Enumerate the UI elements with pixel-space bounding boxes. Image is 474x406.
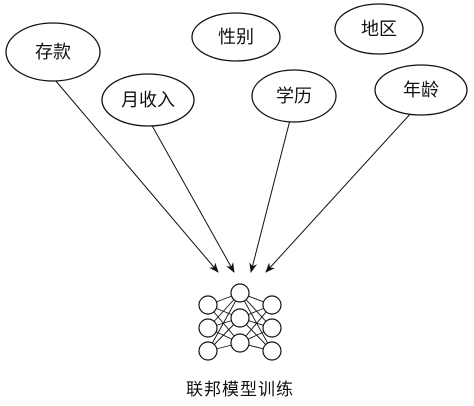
neuron [262,341,282,361]
node-region-label: 地区 [361,19,397,40]
arrow-monthly-income [149,121,235,273]
node-age: 年龄 [374,64,468,116]
arrow-education [249,119,291,273]
arrow-age [265,111,413,273]
node-education: 学历 [251,69,337,123]
neuron [198,295,218,315]
node-monthly-income-ellipse [101,73,195,127]
node-education-label: 学历 [276,86,312,107]
neuron [262,295,282,315]
node-education-ellipse [251,69,337,123]
arrow-deposit [54,79,219,273]
node-monthly-income-label: 月收入 [121,90,175,111]
neural-network-icon [198,283,282,361]
model-caption: 联邦模型训练 [186,380,294,400]
neuron [262,318,282,338]
arrows [54,79,413,273]
neuron [230,333,250,353]
node-gender: 性别 [191,12,281,62]
node-region-ellipse [334,3,424,55]
node-gender-label: 性别 [218,27,254,48]
network-neurons [198,283,282,361]
node-monthly-income: 月收入 [101,73,195,127]
node-deposit: 存款 [5,22,101,82]
node-age-ellipse [374,64,468,116]
neuron [230,283,250,303]
node-deposit-ellipse [5,22,101,82]
node-gender-ellipse [191,12,281,62]
neuron [198,318,218,338]
node-region: 地区 [334,3,424,55]
neuron [198,341,218,361]
node-deposit-label: 存款 [35,42,71,63]
neuron [230,308,250,328]
node-age-label: 年龄 [403,80,439,101]
